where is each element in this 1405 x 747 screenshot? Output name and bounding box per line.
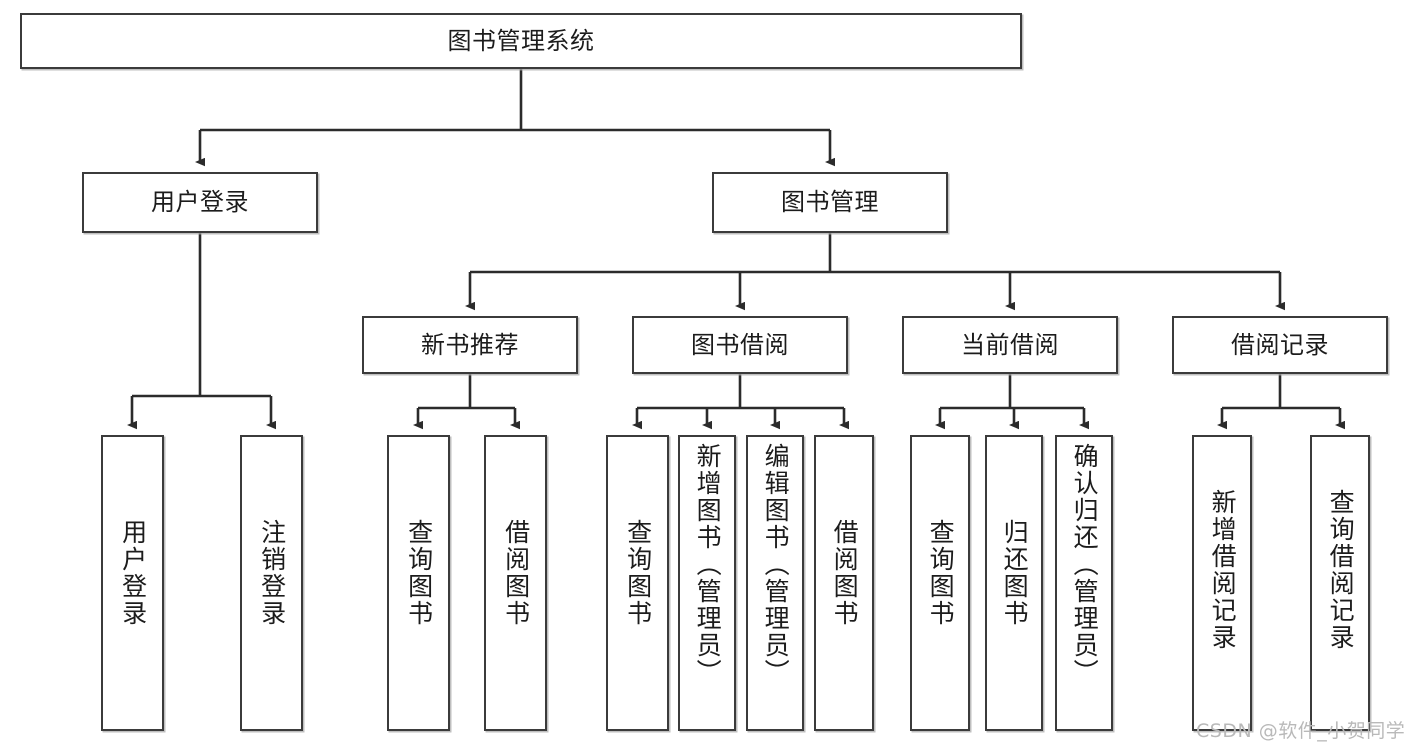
leaf-user-logout[interactable]: 注销登录 [240,435,303,731]
node-current-borrow[interactable]: 当前借阅 [902,316,1118,374]
leaf-cb-confirm-return[interactable]: 确认归还（管理员） [1055,435,1113,731]
leaf-cb-confirm-return-label: 确认归还（管理员） [1070,443,1100,686]
leaf-user-logout-label: 注销登录 [257,519,287,627]
leaf-rec-query-book[interactable]: 查询图书 [387,435,450,731]
leaf-cb-query-book[interactable]: 查询图书 [910,435,970,731]
leaf-bb-borrow-book-label: 借阅图书 [830,519,860,627]
leaf-br-query-record-label: 查询借阅记录 [1326,489,1356,651]
node-new-book-rec-label: 新书推荐 [421,330,519,359]
node-book-manage-label: 图书管理 [781,188,879,217]
node-borrow-record[interactable]: 借阅记录 [1172,316,1388,374]
leaf-user-login[interactable]: 用户登录 [101,435,164,731]
node-user-login-label: 用户登录 [151,188,249,217]
leaf-bb-edit-book-label: 编辑图书（管理员） [761,443,791,686]
leaf-bb-borrow-book[interactable]: 借阅图书 [814,435,874,731]
leaf-bb-query-book-label: 查询图书 [623,519,653,627]
watermark: CSDN @软件_小贺同学 [1196,720,1405,742]
node-user-login[interactable]: 用户登录 [82,172,318,233]
node-new-book-rec[interactable]: 新书推荐 [362,316,578,374]
leaf-rec-borrow-book[interactable]: 借阅图书 [484,435,547,731]
leaf-cb-return-book-label: 归还图书 [1000,519,1030,627]
leaf-br-add-record-label: 新增借阅记录 [1208,489,1238,651]
node-borrow-record-label: 借阅记录 [1231,330,1329,359]
leaf-bb-edit-book[interactable]: 编辑图书（管理员） [746,435,804,731]
node-root[interactable]: 图书管理系统 [20,13,1022,69]
leaf-bb-query-book[interactable]: 查询图书 [606,435,669,731]
leaf-rec-query-book-label: 查询图书 [404,519,434,627]
node-root-label: 图书管理系统 [447,26,595,55]
leaf-br-add-record[interactable]: 新增借阅记录 [1192,435,1252,731]
node-book-borrow[interactable]: 图书借阅 [632,316,848,374]
node-book-borrow-label: 图书借阅 [691,330,789,359]
node-current-borrow-label: 当前借阅 [961,330,1059,359]
leaf-cb-return-book[interactable]: 归还图书 [985,435,1043,731]
leaf-rec-borrow-book-label: 借阅图书 [501,519,531,627]
leaf-user-login-label: 用户登录 [118,519,148,627]
leaf-cb-query-book-label: 查询图书 [926,519,956,627]
leaf-br-query-record[interactable]: 查询借阅记录 [1310,435,1370,731]
leaf-bb-add-book-label: 新增图书（管理员） [693,443,723,686]
leaf-bb-add-book[interactable]: 新增图书（管理员） [678,435,736,731]
node-book-manage[interactable]: 图书管理 [712,172,948,233]
